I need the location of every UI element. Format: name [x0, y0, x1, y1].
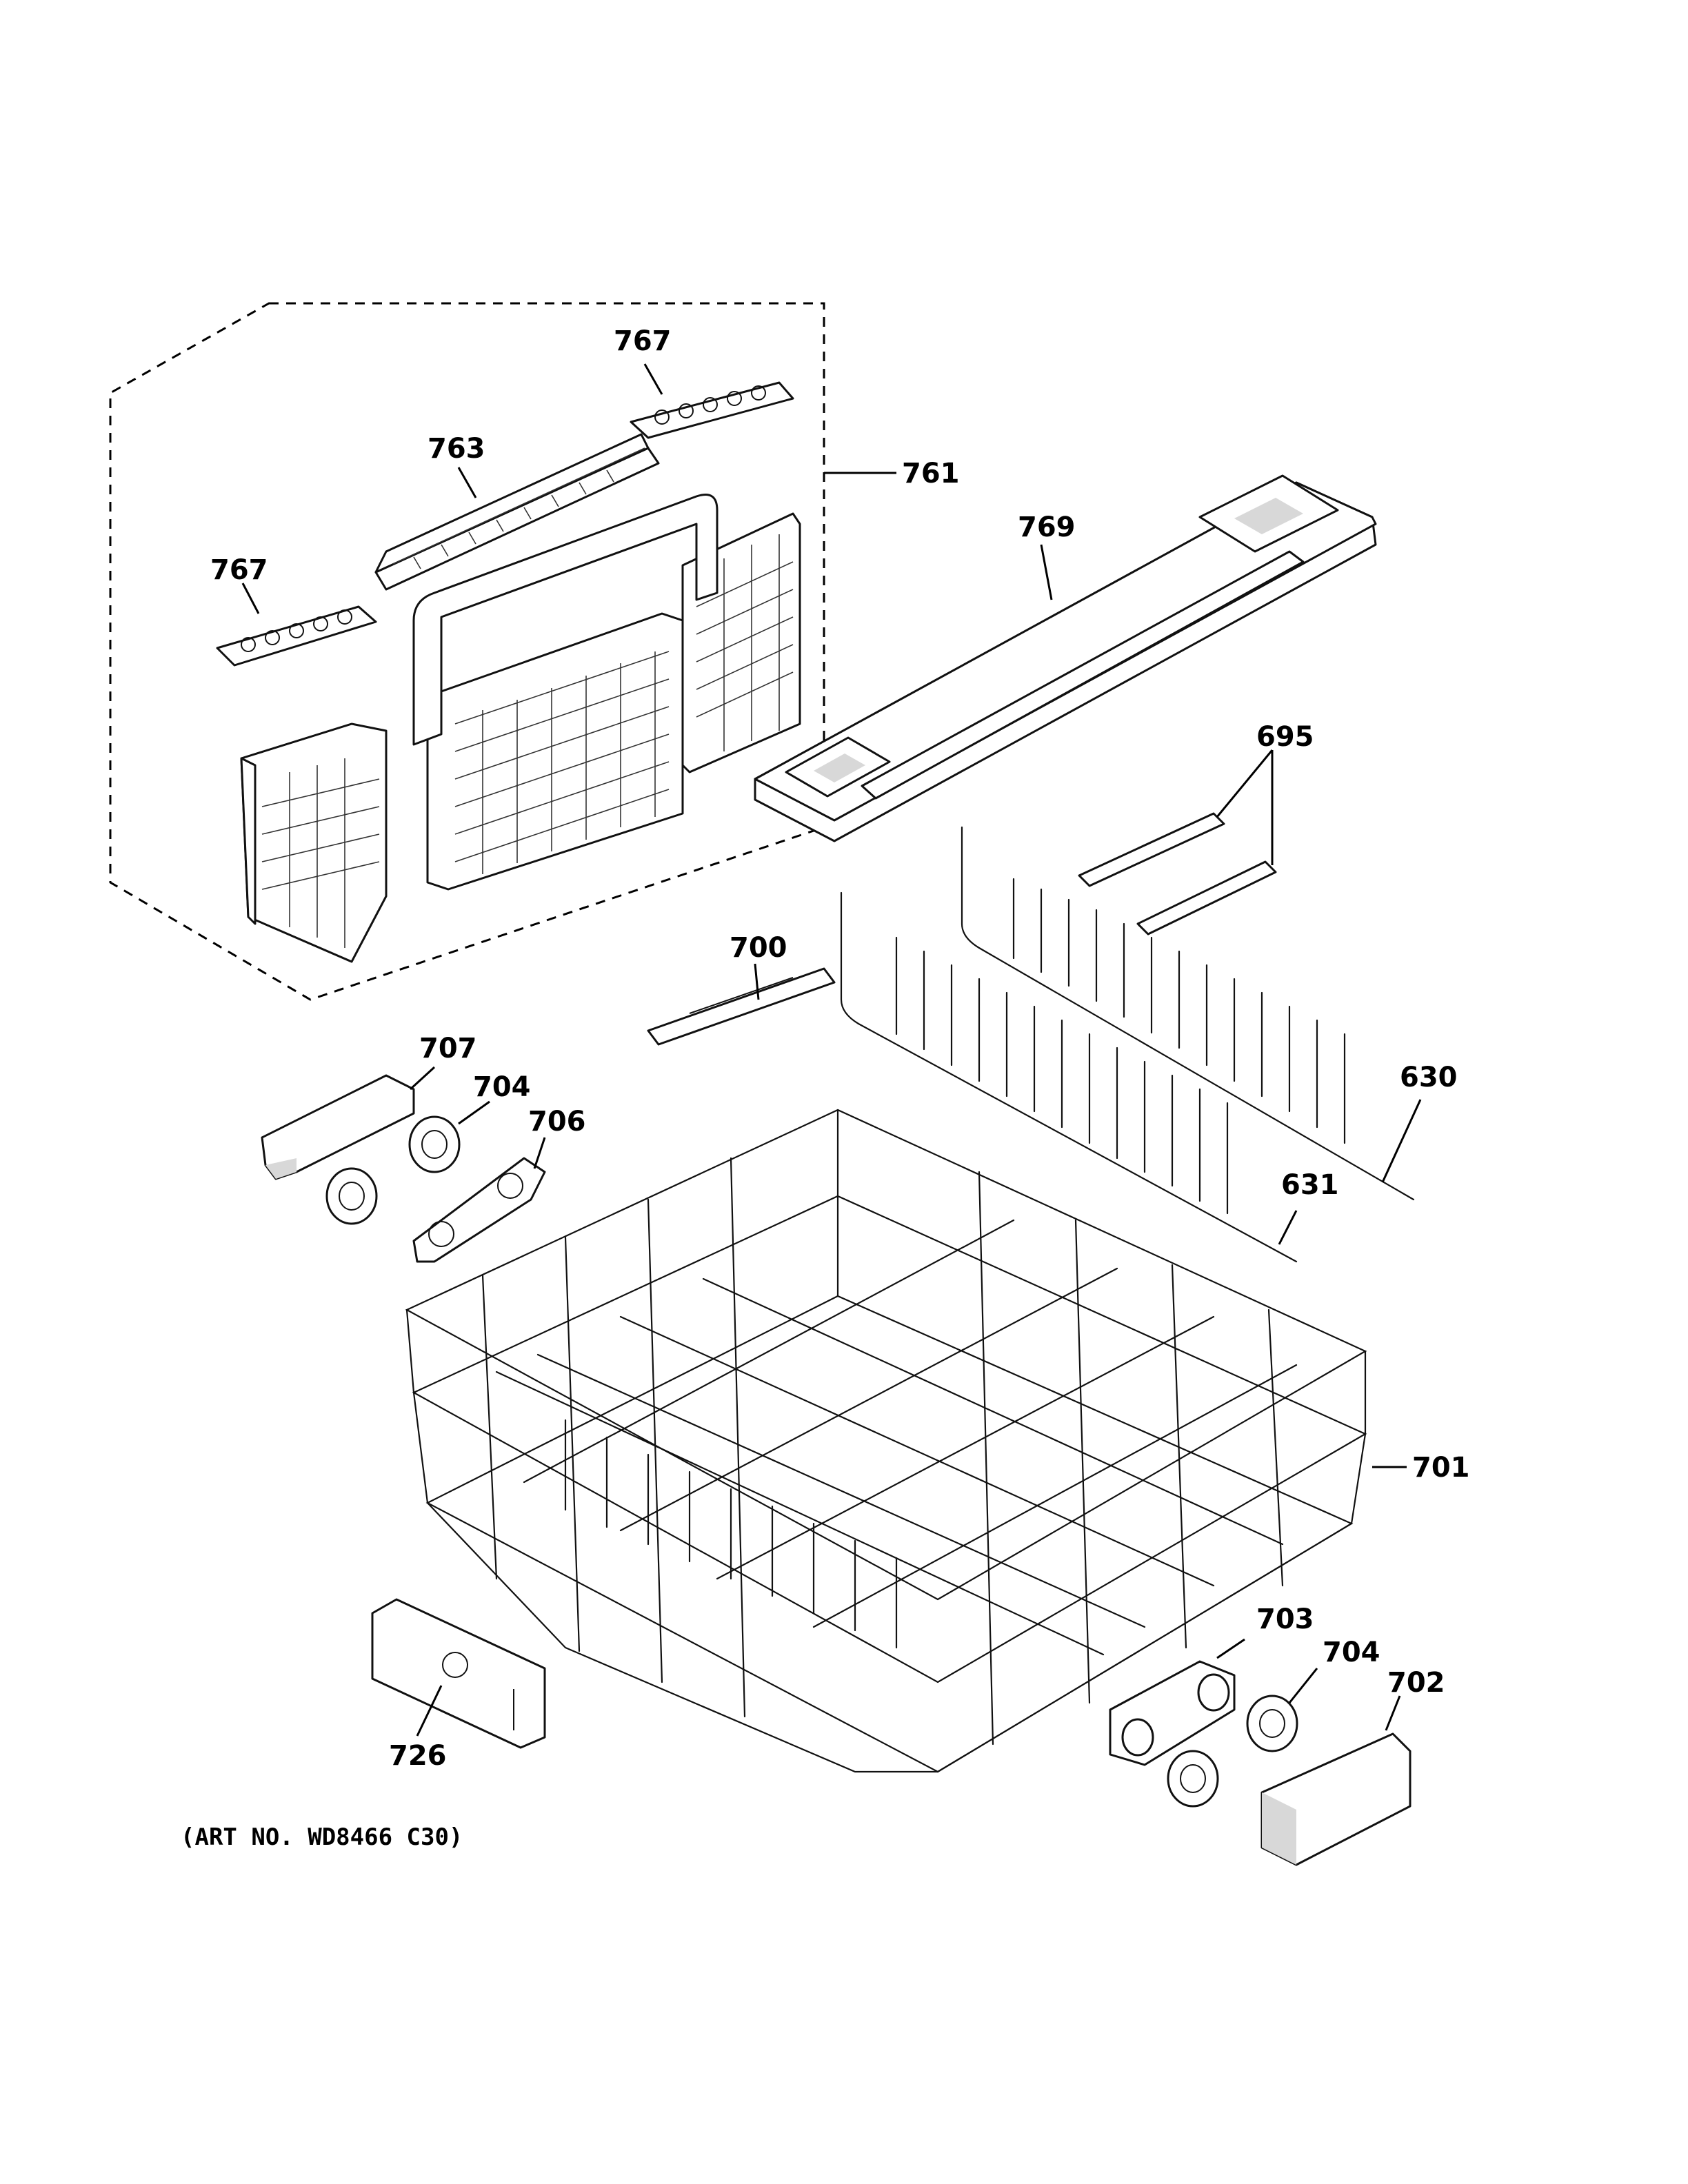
small-lid-767-top	[630, 381, 794, 439]
roller-704-upper	[325, 1115, 461, 1225]
callout-703: 703	[1256, 1604, 1314, 1635]
rack-clips-695	[1078, 812, 1277, 936]
roller-bracket-703	[1109, 1660, 1236, 1766]
basket-lid-763	[374, 433, 660, 591]
callout-706: 706	[528, 1106, 586, 1138]
tine-row-630	[961, 826, 1415, 1201]
callout-763: 763	[428, 433, 485, 465]
callout-726: 726	[389, 1740, 447, 1772]
callout-630: 630	[1400, 1062, 1458, 1093]
callout-695: 695	[1256, 721, 1314, 753]
callout-761: 761	[902, 458, 960, 489]
lower-rack-701	[405, 1109, 1367, 1773]
callout-700: 700	[730, 932, 787, 964]
roller-704-lower	[1167, 1695, 1298, 1808]
callout-707: 707	[419, 1033, 477, 1064]
tine-row-631	[840, 891, 1298, 1263]
callout-769: 769	[1018, 512, 1076, 543]
roller-bracket-706	[412, 1157, 546, 1263]
callout-767-left: 767	[210, 554, 268, 586]
rack-slide-707	[261, 1074, 415, 1180]
callout-631: 631	[1281, 1169, 1339, 1201]
callout-704-lower: 704	[1323, 1637, 1380, 1668]
callout-767-top: 767	[614, 325, 672, 357]
small-lid-767-left	[216, 605, 377, 667]
silverware-basket	[240, 494, 801, 963]
callout-704-upper: 704	[473, 1071, 531, 1103]
leader-lines	[241, 363, 1422, 1737]
callout-702: 702	[1387, 1667, 1445, 1699]
nameplate-726	[371, 1598, 546, 1749]
callout-701: 701	[1412, 1452, 1470, 1484]
basket-group-dashed-boundary	[109, 302, 825, 1001]
art-number: (ART NO. WD8466 C30)	[181, 1823, 463, 1851]
adjuster-700	[647, 967, 836, 1046]
third-rack-tray-769	[754, 474, 1377, 842]
rack-slide-702	[1260, 1732, 1411, 1866]
